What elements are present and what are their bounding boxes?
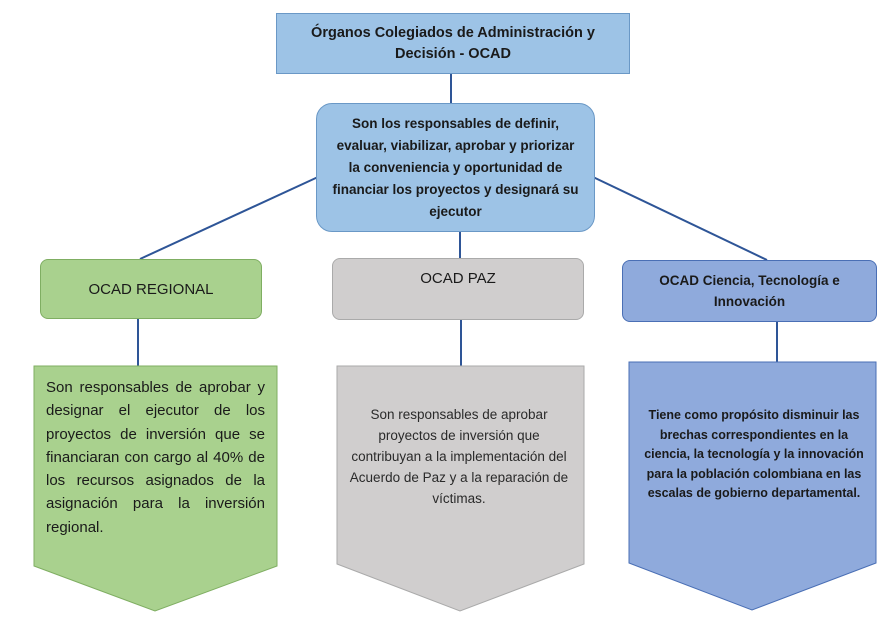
ocad-cti-box: OCAD Ciencia, Tecnología e Innovación	[622, 260, 877, 322]
ocad-paz-box: OCAD PAZ	[332, 258, 584, 320]
ocad-regional-label: OCAD REGIONAL	[88, 280, 214, 298]
connector-description-to-cti	[592, 176, 768, 261]
ocad-regional-box: OCAD REGIONAL	[40, 259, 262, 319]
paz-detail-chevron	[336, 365, 585, 612]
ocad-cti-label: OCAD Ciencia, Tecnología e Innovación	[659, 273, 840, 309]
regional-detail-chevron	[33, 365, 278, 612]
ocad-description-box: Son los responsables de definir, evaluar…	[316, 103, 595, 232]
cti-detail-chevron	[628, 361, 877, 611]
ocad-title: Órganos Colegiados de Administración y D…	[311, 24, 595, 62]
ocad-title-box: Órganos Colegiados de Administración y D…	[276, 13, 630, 74]
ocad-regional-detail: Son responsables de aprobar y designar e…	[46, 379, 265, 536]
ocad-cti-detail: Tiene como propósito disminuir las brech…	[644, 408, 864, 501]
connector-description-to-regional	[139, 176, 319, 260]
ocad-description: Son los responsables de definir, evaluar…	[332, 115, 579, 219]
ocad-paz-detail: Son responsables de aprobar proyectos de…	[349, 407, 569, 506]
ocad-paz-label: OCAD PAZ	[420, 270, 496, 287]
